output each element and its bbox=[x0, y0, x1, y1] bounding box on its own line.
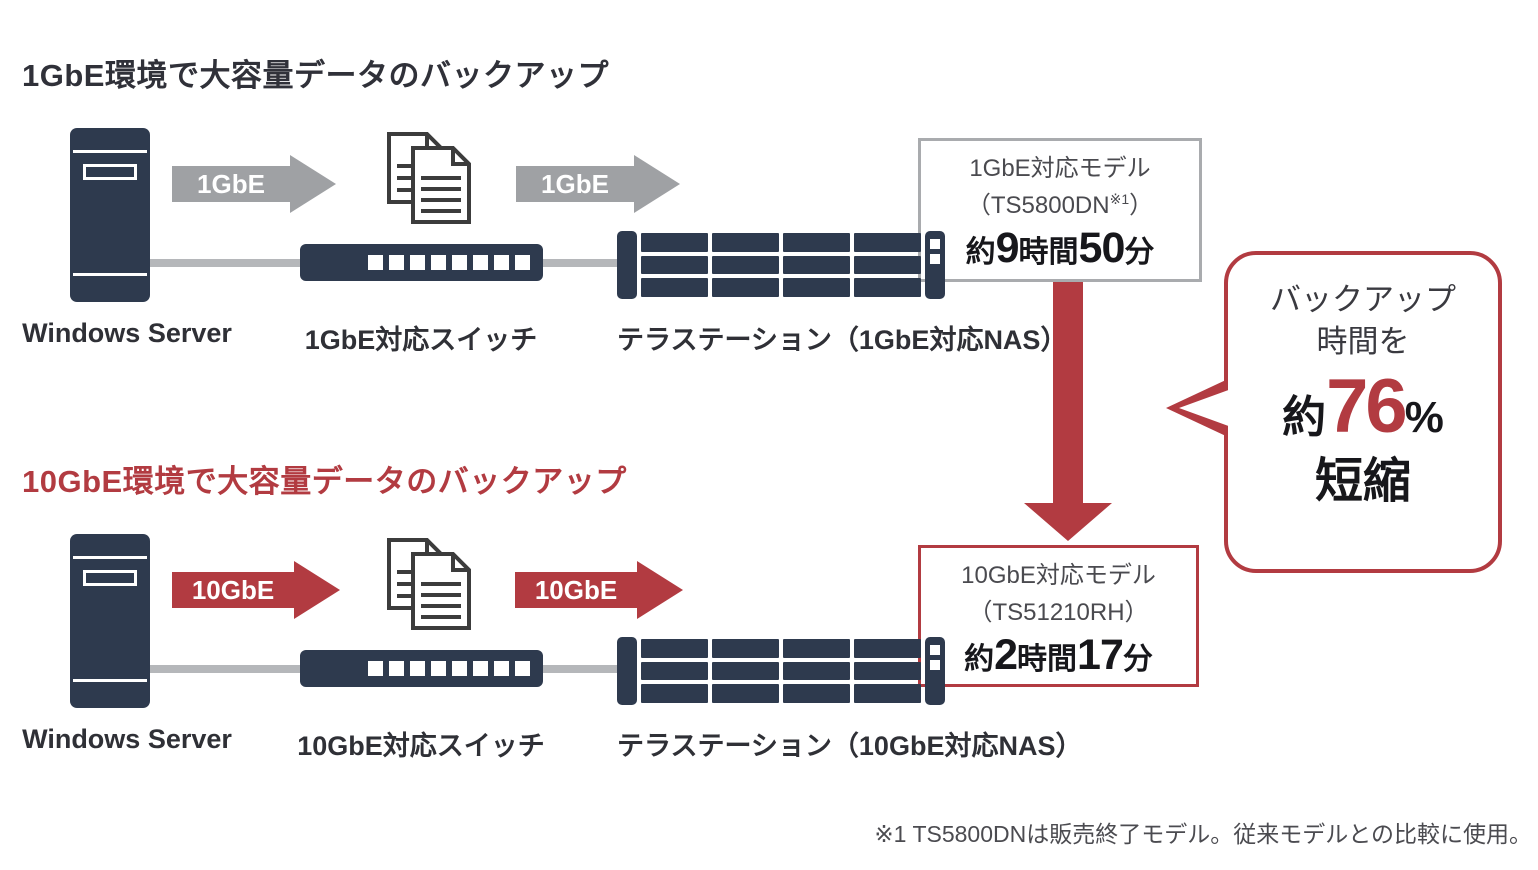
rack-ear bbox=[617, 231, 637, 299]
switch-port bbox=[368, 661, 383, 676]
arrow-head-icon bbox=[290, 155, 336, 213]
arrow-label: 10GbE bbox=[172, 572, 294, 608]
documents-icon bbox=[387, 132, 471, 224]
server-drive-slot bbox=[83, 570, 137, 586]
reduction-suffix: 短縮 bbox=[1314, 455, 1411, 508]
switch-port bbox=[494, 661, 509, 676]
switch-port bbox=[389, 255, 404, 270]
status-led bbox=[930, 254, 940, 264]
terastation-10gbe-label: テラステーション（10GbE対応NAS） bbox=[617, 731, 1083, 761]
network-arrow-1gbe-right: 1GbE bbox=[516, 155, 680, 213]
result-box-10gbe: 10GbE対応モデル （TS51210RH） 約2時間17分 bbox=[918, 545, 1199, 687]
rack-ear bbox=[925, 231, 945, 299]
callout-line1: バックアップ bbox=[1270, 282, 1456, 317]
windows-server-label: Windows Server bbox=[22, 318, 232, 348]
reduction-callout-bubble: バックアップ 時間を 約76% 短縮 bbox=[1166, 251, 1502, 573]
section-10gbe-heading: 10GbE環境で大容量データのバックアップ bbox=[22, 464, 627, 499]
switch-1gbe-icon bbox=[300, 244, 543, 281]
reduction-percentage: 約76% bbox=[1282, 364, 1444, 449]
server-top-divider bbox=[73, 150, 147, 153]
model-number: （TS51210RH） bbox=[968, 599, 1149, 626]
down-arrow-shaft bbox=[1053, 278, 1083, 505]
switch-port bbox=[473, 255, 488, 270]
arrow-head-icon bbox=[637, 561, 683, 619]
arrow-head-icon bbox=[294, 561, 340, 619]
switch-port bbox=[410, 255, 425, 270]
arrow-label: 1GbE bbox=[516, 166, 634, 202]
switch-1gbe-label: 1GbE対応スイッチ bbox=[304, 325, 538, 355]
server-bottom-divider bbox=[73, 273, 147, 276]
backup-time-1gbe: 約9時間50分 bbox=[965, 224, 1155, 272]
switch-port bbox=[515, 661, 530, 676]
documents-icon bbox=[387, 538, 471, 630]
server-top-divider bbox=[73, 556, 147, 559]
status-led bbox=[930, 239, 940, 249]
switch-port bbox=[368, 255, 383, 270]
switch-port bbox=[452, 255, 467, 270]
footnote: ※1 TS5800DNは販売終了モデル。従来モデルとの比較に使用。 bbox=[874, 821, 1532, 847]
arrow-label: 1GbE bbox=[172, 166, 290, 202]
result-box-1gbe: 1GbE対応モデル （TS5800DN※1） 約9時間50分 bbox=[918, 138, 1202, 282]
callout-line2: 時間を bbox=[1316, 324, 1410, 359]
switch-10gbe-icon bbox=[300, 650, 543, 687]
down-arrow-icon bbox=[1024, 503, 1112, 541]
network-arrow-1gbe-left: 1GbE bbox=[172, 155, 336, 213]
switch-port bbox=[494, 255, 509, 270]
rack-ear bbox=[617, 637, 637, 705]
network-arrow-10gbe-right: 10GbE bbox=[515, 561, 683, 619]
network-arrow-10gbe-left: 10GbE bbox=[172, 561, 340, 619]
server-drive-slot bbox=[83, 164, 137, 180]
section-1gbe-heading: 1GbE環境で大容量データのバックアップ bbox=[22, 58, 609, 93]
switch-port bbox=[389, 661, 404, 676]
switch-port bbox=[410, 661, 425, 676]
drive-bays bbox=[641, 639, 921, 703]
windows-server-icon bbox=[70, 128, 150, 302]
windows-server-icon bbox=[70, 534, 150, 708]
status-led bbox=[930, 645, 940, 655]
switch-port bbox=[473, 661, 488, 676]
terastation-1gbe-icon bbox=[617, 231, 945, 299]
drive-bays bbox=[641, 233, 921, 297]
model-name: 10GbE対応モデル bbox=[961, 562, 1156, 589]
arrow-label: 10GbE bbox=[515, 572, 637, 608]
switch-port bbox=[431, 255, 446, 270]
windows-server-label: Windows Server bbox=[22, 724, 232, 754]
rack-ear bbox=[925, 637, 945, 705]
switch-port bbox=[431, 661, 446, 676]
status-led bbox=[930, 660, 940, 670]
footnote-marker: ※1 bbox=[1109, 191, 1130, 207]
switch-port bbox=[515, 255, 530, 270]
switch-10gbe-label: 10GbE対応スイッチ bbox=[297, 731, 545, 761]
terastation-1gbe-label: テラステーション（1GbE対応NAS） bbox=[617, 325, 1068, 355]
server-bottom-divider bbox=[73, 679, 147, 682]
model-number: （TS5800DN※1） bbox=[966, 191, 1154, 219]
switch-port bbox=[452, 661, 467, 676]
terastation-10gbe-icon bbox=[617, 637, 945, 705]
backup-time-10gbe: 約2時間17分 bbox=[964, 631, 1153, 679]
arrow-head-icon bbox=[634, 155, 680, 213]
model-name: 1GbE対応モデル bbox=[969, 155, 1151, 182]
